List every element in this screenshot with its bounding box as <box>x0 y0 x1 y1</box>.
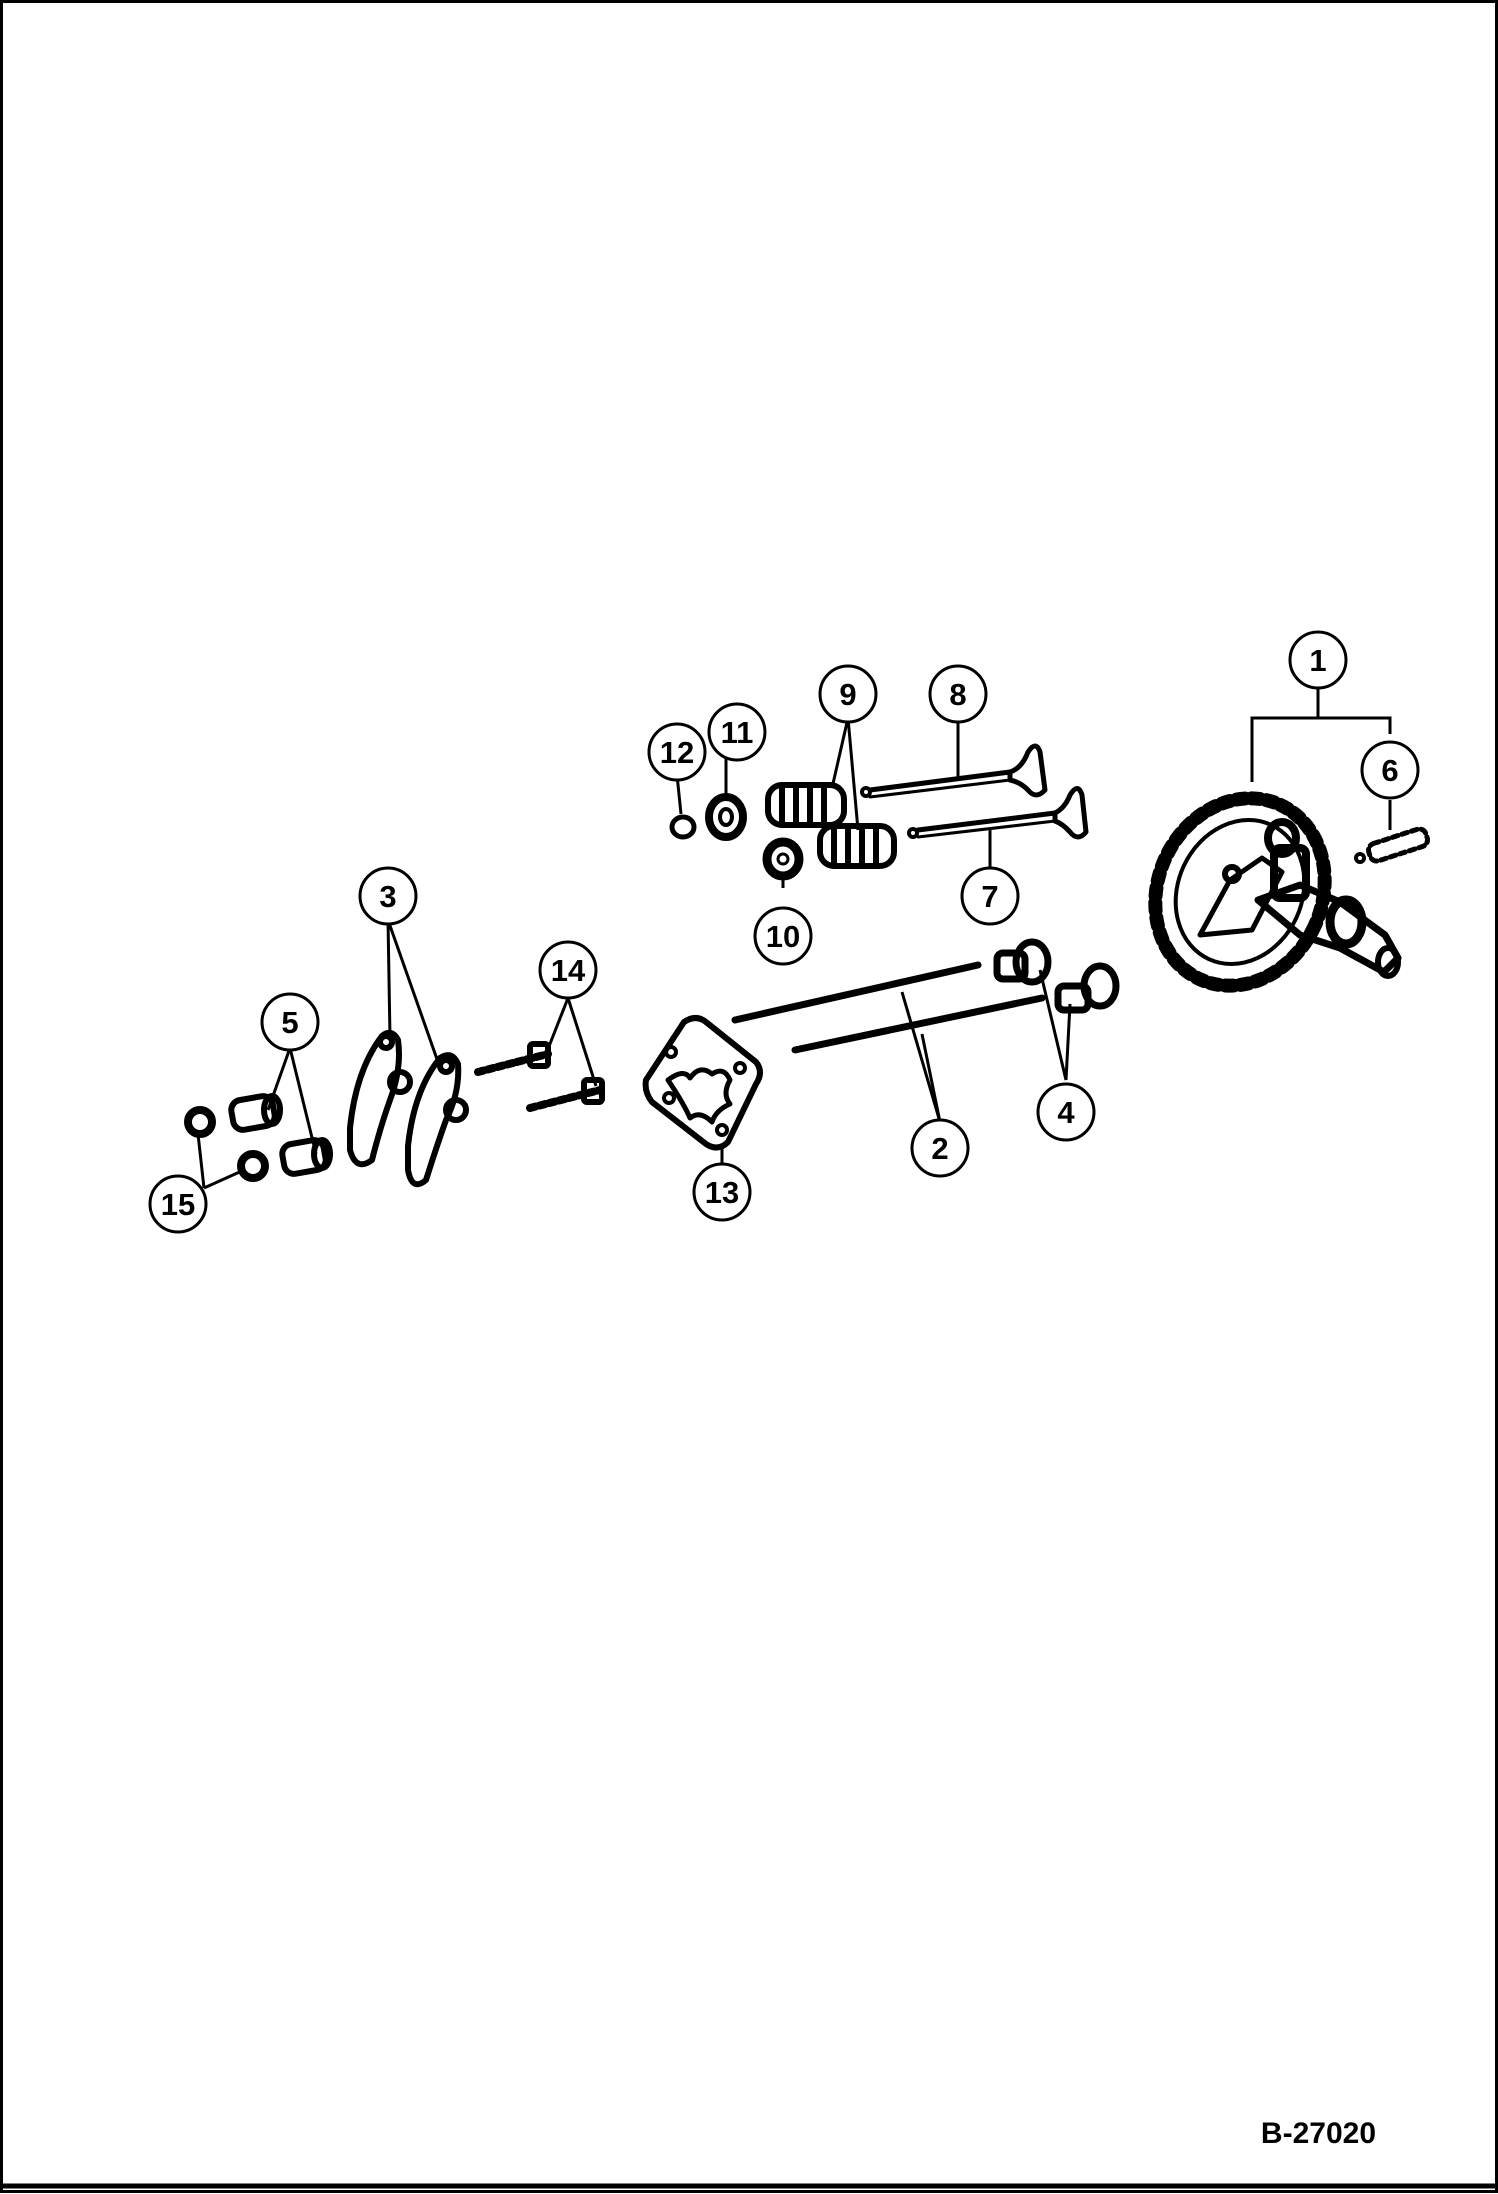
callout-6-label: 6 <box>1381 753 1398 788</box>
callout-5-label: 5 <box>281 1005 298 1040</box>
callout-12-circle <box>647 722 707 782</box>
part-collet <box>669 814 697 840</box>
part-rocker-studs <box>474 1041 605 1112</box>
callout-9-label: 9 <box>839 677 856 712</box>
callout-11-label: 11 <box>721 715 754 750</box>
part-key <box>1354 826 1430 864</box>
callout-15-label: 15 <box>161 1187 195 1222</box>
callout-2-label: 2 <box>931 1131 948 1166</box>
callout-6-circle <box>1360 740 1420 800</box>
part-valve-springs <box>765 782 897 869</box>
callout-1-circle <box>1288 630 1348 690</box>
callout-12-label: 12 <box>660 735 694 770</box>
callout-5-circle <box>260 992 320 1052</box>
part-push-rods <box>731 961 1046 1054</box>
part-spring-retainer <box>705 793 747 841</box>
callout-1-label: 1 <box>1309 643 1326 678</box>
callout-4-circle <box>1036 1082 1096 1142</box>
part-tappets <box>993 938 1120 1014</box>
callout-4-label: 4 <box>1057 1095 1075 1130</box>
part-rocker-arms <box>347 1029 469 1188</box>
part-valve-upper <box>860 743 1048 799</box>
leader-lines <box>196 684 1392 1190</box>
callout-15-circle <box>148 1174 208 1234</box>
drawing-reference-number: B-27020 <box>1261 2117 1376 2150</box>
callout-10-circle <box>753 906 813 966</box>
callout-11-circle <box>707 702 767 762</box>
callout-14-label: 14 <box>551 953 586 988</box>
callout-3-label: 3 <box>379 879 396 914</box>
callout-2-circle <box>910 1118 970 1178</box>
part-rocker-pivots <box>228 1093 333 1177</box>
callout-3-circle <box>358 866 418 926</box>
callout-8-label: 8 <box>949 677 966 712</box>
part-camshaft-gear <box>1148 791 1402 993</box>
part-gasket-plate <box>642 1015 763 1151</box>
part-valve-seal <box>762 837 804 881</box>
callout-7-circle <box>960 866 1020 926</box>
callout-10-label: 10 <box>766 919 800 954</box>
part-valve-lower <box>907 786 1089 840</box>
callout-13-circle <box>692 1162 752 1222</box>
callout-9-circle <box>818 664 878 724</box>
callout-7-label: 7 <box>981 879 998 914</box>
part-adjusting-nuts <box>184 1106 269 1182</box>
callout-13-label: 13 <box>705 1175 739 1210</box>
callout-14-circle <box>538 940 598 1000</box>
callout-8-circle <box>928 664 988 724</box>
